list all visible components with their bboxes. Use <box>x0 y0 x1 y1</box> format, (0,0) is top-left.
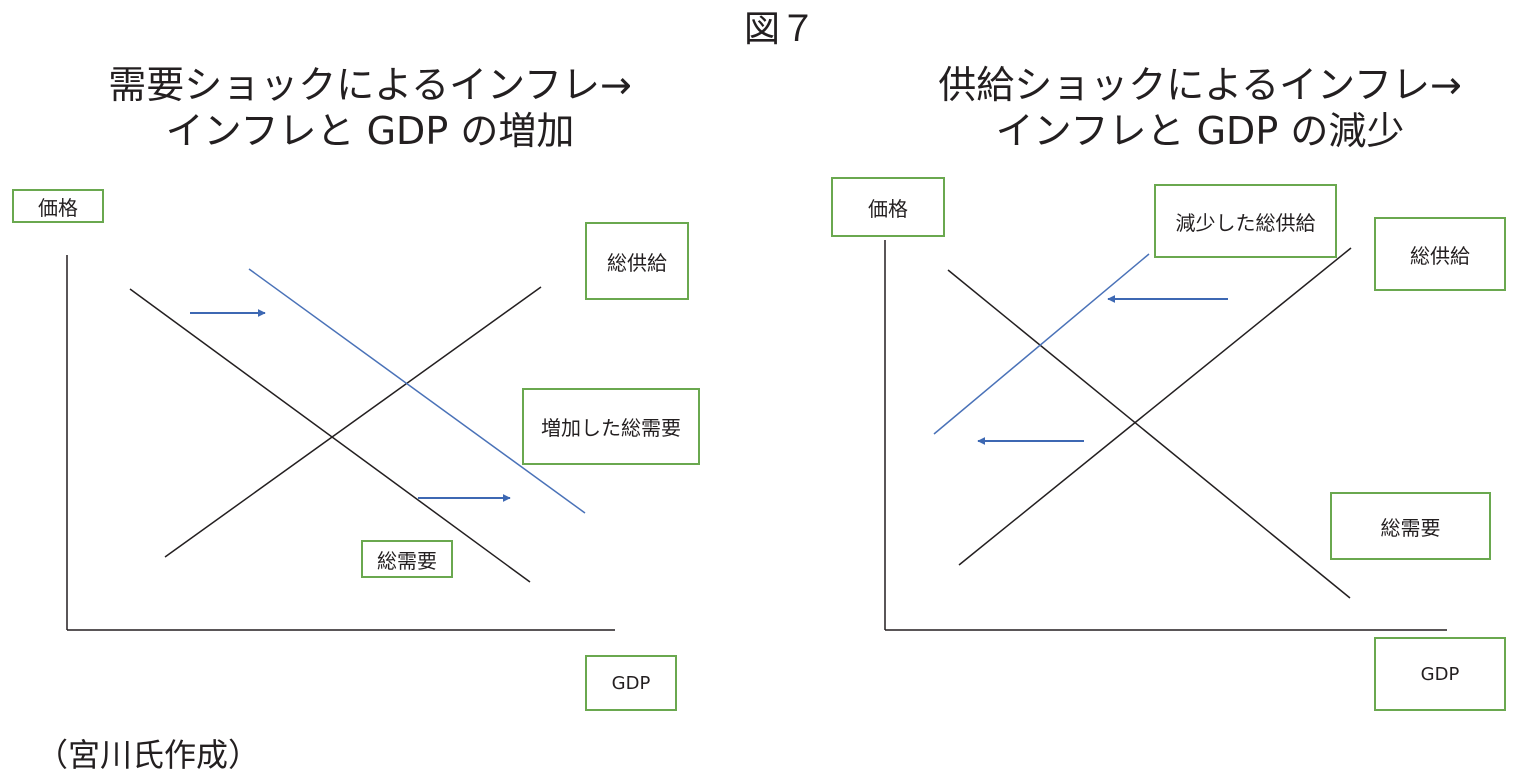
right-supply-curve <box>958 247 1352 566</box>
left-x-axis-label: GDP <box>585 655 677 711</box>
right-demand-curve <box>947 269 1351 599</box>
left-increased-demand-label: 増加した総需要 <box>522 388 700 465</box>
right-decreased-supply-curve <box>933 253 1150 435</box>
left-y-axis-label: 価格 <box>12 189 104 223</box>
left-supply-label: 総供給 <box>585 222 689 300</box>
figure-title: 図７ <box>743 9 816 50</box>
left-chart <box>66 255 615 631</box>
left-chart-title-line1: 需要ショックによるインフレ→ <box>108 63 632 107</box>
right-y-axis-label: 価格 <box>831 177 945 237</box>
right-chart-title-line2: インフレと GDP の減少 <box>995 109 1405 153</box>
left-increased-demand-curve <box>248 268 586 514</box>
right-chart <box>884 240 1447 631</box>
left-demand-label: 総需要 <box>361 540 453 578</box>
left-chart-title: 需要ショックによるインフレ→ インフレと GDP の増加 <box>40 62 700 154</box>
left-chart-title-line2: インフレと GDP の増加 <box>165 109 575 153</box>
right-decreased-supply-label: 減少した総供給 <box>1154 184 1337 258</box>
right-chart-title-line1: 供給ショックによるインフレ→ <box>938 63 1462 107</box>
right-supply-label: 総供給 <box>1374 217 1506 291</box>
right-demand-label: 総需要 <box>1330 492 1491 560</box>
right-chart-title: 供給ショックによるインフレ→ インフレと GDP の減少 <box>860 62 1521 154</box>
left-supply-curve <box>164 286 542 558</box>
left-demand-curve <box>129 288 531 583</box>
credit-text: （宮川氏作成） <box>36 736 261 774</box>
right-x-axis-label: GDP <box>1374 637 1506 711</box>
